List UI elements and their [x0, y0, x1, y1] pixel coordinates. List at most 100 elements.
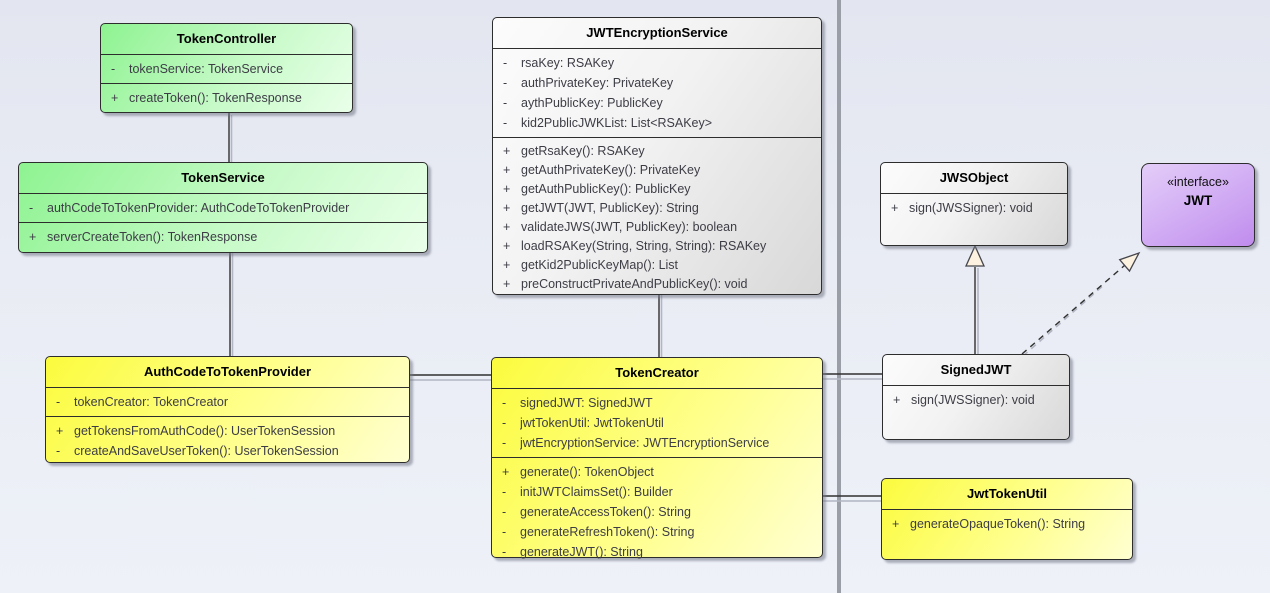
- class-token-controller[interactable]: TokenController - tokenService: TokenSer…: [100, 23, 353, 113]
- class-token-service[interactable]: TokenService - authCodeToTokenProvider: …: [18, 162, 428, 253]
- visibility-marker: +: [502, 465, 510, 479]
- visibility-marker: +: [56, 424, 64, 438]
- method-row: - initJWTClaimsSet(): Builder: [492, 482, 818, 502]
- visibility-marker: -: [503, 76, 508, 90]
- method-row: + loadRSAKey(String, String, String): RS…: [493, 237, 817, 256]
- class-title: AuthCodeToTokenProvider: [46, 357, 409, 388]
- class-title: TokenController: [101, 24, 352, 55]
- member-signature: preConstructPrivateAndPublicKey(): void: [521, 277, 748, 291]
- methods-compartment: + sign(JWSSigner): void: [881, 194, 1067, 245]
- method-row: + sign(JWSSigner): void: [881, 198, 1063, 218]
- class-signed-jwt[interactable]: SignedJWT + sign(JWSSigner): void: [882, 354, 1070, 440]
- attribute-row: - signedJWT: SignedJWT: [492, 393, 818, 413]
- visibility-marker: -: [503, 116, 508, 130]
- attributes-compartment: - tokenCreator: TokenCreator: [46, 388, 409, 417]
- visibility-marker: +: [503, 201, 511, 215]
- visibility-marker: +: [891, 201, 899, 215]
- member-signature: jwtEncryptionService: JWTEncryptionServi…: [520, 436, 770, 450]
- method-row: - generateAccessToken(): String: [492, 502, 818, 522]
- member-signature: createAndSaveUserToken(): UserTokenSessi…: [74, 444, 339, 458]
- visibility-marker: +: [503, 163, 511, 177]
- class-token-creator[interactable]: TokenCreator - signedJWT: SignedJWT - jw…: [491, 357, 823, 559]
- visibility-marker: -: [502, 436, 507, 450]
- member-signature: rsaKey: RSAKey: [521, 56, 615, 70]
- method-row: + validateJWS(JWT, PublicKey): boolean: [493, 218, 817, 237]
- method-row: + preConstructPrivateAndPublicKey(): voi…: [493, 275, 817, 294]
- member-signature: validateJWS(JWT, PublicKey): boolean: [521, 220, 738, 234]
- method-row: + getJWT(JWT, PublicKey): String: [493, 199, 817, 218]
- attributes-compartment: - tokenService: TokenService: [101, 55, 352, 84]
- visibility-marker: -: [502, 416, 507, 430]
- member-signature: generate(): TokenObject: [520, 465, 654, 479]
- class-title: TokenCreator: [492, 358, 822, 389]
- visibility-marker: -: [502, 545, 507, 559]
- attribute-row: - kid2PublicJWKList: List<RSAKey>: [493, 113, 817, 133]
- realization-triangle-icon: [1118, 251, 1141, 273]
- method-row: + serverCreateToken(): TokenResponse: [19, 227, 423, 247]
- visibility-marker: -: [503, 56, 508, 70]
- member-signature: signedJWT: SignedJWT: [520, 396, 653, 410]
- visibility-marker: +: [892, 517, 900, 531]
- attribute-row: - tokenCreator: TokenCreator: [46, 392, 405, 412]
- page-separator-line: [837, 0, 841, 593]
- visibility-marker: -: [502, 525, 507, 539]
- attribute-row: - jwtTokenUtil: JwtTokenUtil: [492, 413, 818, 433]
- visibility-marker: +: [503, 220, 511, 234]
- member-signature: serverCreateToken(): TokenResponse: [47, 230, 258, 244]
- method-row: + generate(): TokenObject: [492, 462, 818, 482]
- methods-compartment: + getRsaKey(): RSAKey + getAuthPrivateKe…: [493, 138, 821, 298]
- attributes-compartment: - authCodeToTokenProvider: AuthCodeToTok…: [19, 194, 427, 223]
- association-lines: [228, 113, 882, 497]
- class-title: JWTEncryptionService: [493, 18, 821, 49]
- visibility-marker: -: [29, 201, 34, 215]
- interface-jwt[interactable]: «interface» JWT: [1141, 163, 1255, 247]
- member-signature: createToken(): TokenResponse: [129, 91, 302, 105]
- visibility-marker: +: [503, 239, 511, 253]
- member-signature: sign(JWSSigner): void: [911, 393, 1035, 407]
- generalization-signedjwt-jwsobject[interactable]: [964, 244, 986, 354]
- realization-signedjwt-jwt[interactable]: [1021, 251, 1141, 357]
- member-signature: loadRSAKey(String, String, String): RSAK…: [521, 239, 767, 253]
- class-auth-code-to-token-provider[interactable]: AuthCodeToTokenProvider - tokenCreator: …: [45, 356, 410, 463]
- method-row: - generateRefreshToken(): String: [492, 522, 818, 542]
- visibility-marker: -: [502, 396, 507, 410]
- visibility-marker: -: [111, 62, 116, 76]
- member-signature: jwtTokenUtil: JwtTokenUtil: [520, 416, 664, 430]
- method-row: - generateJWT(): String: [492, 542, 818, 562]
- member-signature: getRsaKey(): RSAKey: [521, 144, 645, 158]
- attribute-row: - aythPublicKey: PublicKey: [493, 93, 817, 113]
- method-row: + getTokensFromAuthCode(): UserTokenSess…: [46, 421, 405, 441]
- methods-compartment: + sign(JWSSigner): void: [883, 386, 1069, 439]
- class-jwt-token-util[interactable]: JwtTokenUtil + generateOpaqueToken(): St…: [881, 478, 1133, 560]
- class-title: SignedJWT: [883, 355, 1069, 386]
- visibility-marker: +: [29, 230, 37, 244]
- class-title: JWSObject: [881, 163, 1067, 194]
- member-signature: initJWTClaimsSet(): Builder: [520, 485, 673, 499]
- visibility-marker: +: [503, 277, 511, 291]
- interface-header: «interface» JWT: [1142, 164, 1254, 246]
- method-row: + generateOpaqueToken(): String: [882, 514, 1128, 534]
- member-signature: authCodeToTokenProvider: AuthCodeToToken…: [47, 201, 350, 215]
- visibility-marker: -: [503, 96, 508, 110]
- class-title: JWT: [1183, 193, 1213, 208]
- member-signature: generateOpaqueToken(): String: [910, 517, 1086, 531]
- class-jwt-encryption-service[interactable]: JWTEncryptionService - rsaKey: RSAKey - …: [492, 17, 822, 295]
- methods-compartment: + serverCreateToken(): TokenResponse: [19, 223, 427, 252]
- class-jws-object[interactable]: JWSObject + sign(JWSSigner): void: [880, 162, 1068, 246]
- method-row: + getAuthPublicKey(): PublicKey: [493, 180, 817, 199]
- member-signature: getAuthPublicKey(): PublicKey: [521, 182, 691, 196]
- visibility-marker: +: [503, 182, 511, 196]
- method-row: - createAndSaveUserToken(): UserTokenSes…: [46, 441, 405, 461]
- attribute-row: - authCodeToTokenProvider: AuthCodeToTok…: [19, 198, 423, 218]
- method-row: + createToken(): TokenResponse: [101, 88, 348, 108]
- member-signature: tokenCreator: TokenCreator: [74, 395, 229, 409]
- member-signature: getTokensFromAuthCode(): UserTokenSessio…: [74, 424, 336, 438]
- generalization-triangle-icon: [964, 244, 986, 267]
- visibility-marker: -: [56, 444, 61, 458]
- stereotype-label: «interface»: [1167, 175, 1229, 189]
- member-signature: generateRefreshToken(): String: [520, 525, 695, 539]
- method-row: + getAuthPrivateKey(): PrivateKey: [493, 161, 817, 180]
- method-row: + sign(JWSSigner): void: [883, 390, 1065, 410]
- member-signature: generateAccessToken(): String: [520, 505, 691, 519]
